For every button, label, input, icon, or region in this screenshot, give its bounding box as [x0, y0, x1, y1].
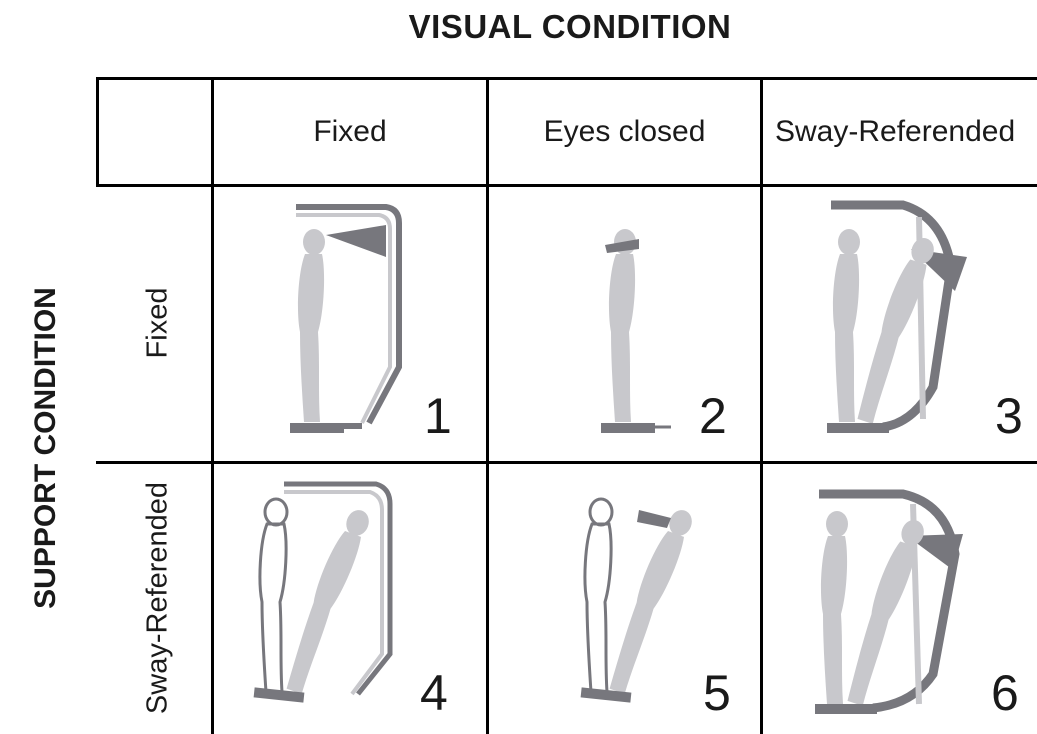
column-header-eyes-closed: Eyes closed	[489, 77, 760, 186]
cell-fixed-fixed: 1	[214, 187, 486, 461]
condition-number: 5	[703, 664, 731, 722]
cell-eyes-closed-sway: 5	[489, 464, 760, 734]
condition-number: 1	[424, 387, 452, 445]
cell-sway-sway: 6	[763, 464, 1037, 734]
cell-sway-fixed: 3	[763, 187, 1037, 461]
row-header-sway-referended: Sway-Referended	[142, 482, 175, 714]
condition-number: 4	[420, 664, 448, 722]
cell-eyes-closed-fixed: 2	[489, 187, 760, 461]
condition-number: 3	[995, 387, 1023, 445]
side-title: SUPPORT CONDITION	[29, 287, 63, 609]
row-header-fixed: Fixed	[142, 288, 175, 359]
grid-line	[96, 77, 99, 187]
blindfold-icon	[637, 510, 671, 528]
column-header-sway-referended: Sway-Referended	[763, 77, 1037, 186]
cell-fixed-sway: 4	[214, 464, 486, 734]
condition-number: 6	[991, 664, 1019, 722]
diagram-title: VISUAL CONDITION	[0, 8, 1037, 46]
column-header-fixed: Fixed	[214, 77, 486, 186]
condition-number: 2	[699, 387, 727, 445]
